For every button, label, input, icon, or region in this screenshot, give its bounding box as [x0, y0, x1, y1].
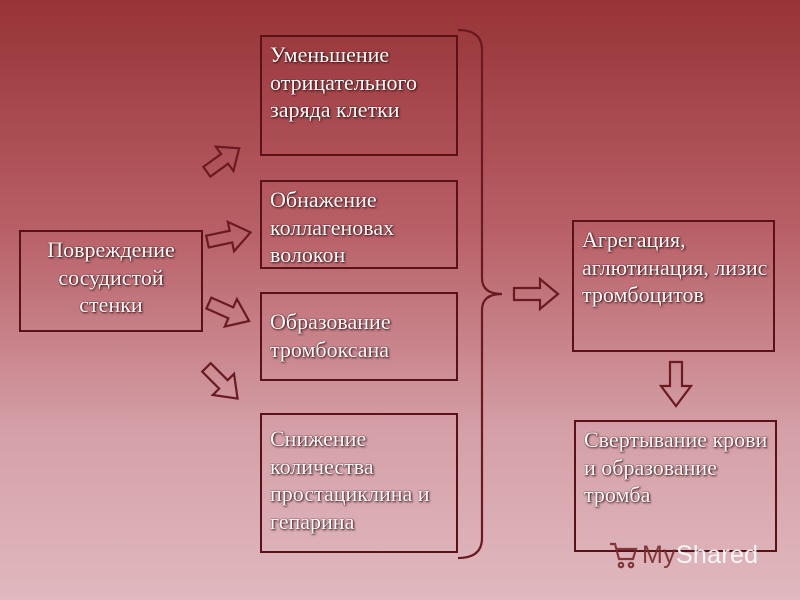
vessel-damage-box: Повреждение сосудистой стенки: [19, 230, 203, 332]
effect-box-prostacyclin: Снижение количества простациклина и гепа…: [260, 413, 458, 553]
arrow-to-collagen-icon: [204, 219, 253, 254]
aggregation-box: Агрегация, аглютинация, лизис тромбоцито…: [572, 220, 775, 352]
thrombus-box: Свертывание крови и образование тромба: [574, 420, 777, 552]
effect-label-prostacyclin: Снижение количества простациклина и гепа…: [270, 426, 430, 534]
effect-label-collagen: Обнажение коллагеновах волокон: [270, 187, 395, 267]
effect-box-thromboxane: Образование тромбоксана: [260, 292, 458, 381]
watermark-shared: Shared: [675, 540, 759, 569]
effect-label-thromboxane: Образование тромбоксана: [270, 309, 391, 362]
myshared-watermark: MyShared: [608, 538, 770, 572]
arrow-to-prostacyclin-icon: [200, 361, 239, 400]
arrow-to-outcome-icon: [658, 360, 694, 408]
watermark-text: MyShared: [642, 541, 758, 570]
arrow-to-charge-icon: [201, 145, 241, 179]
effect-box-collagen: Обнажение коллагеновах волокон: [260, 180, 458, 269]
arrow-to-result-icon: [512, 276, 560, 312]
vessel-damage-label: Повреждение сосудистой стенки: [47, 237, 175, 317]
effect-label-charge: Уменьшение отрицательного заряда клетки: [270, 42, 417, 122]
thrombus-label: Свертывание крови и образование тромба: [584, 427, 768, 507]
arrow-to-thromboxane-icon: [205, 296, 251, 329]
cart-icon: [610, 542, 638, 569]
watermark-my: My: [642, 540, 676, 569]
grouping-brace-icon: [457, 28, 503, 560]
aggregation-label: Агрегация, аглютинация, лизис тромбоцито…: [582, 227, 768, 307]
effect-box-charge: Уменьшение отрицательного заряда клетки: [260, 35, 458, 156]
